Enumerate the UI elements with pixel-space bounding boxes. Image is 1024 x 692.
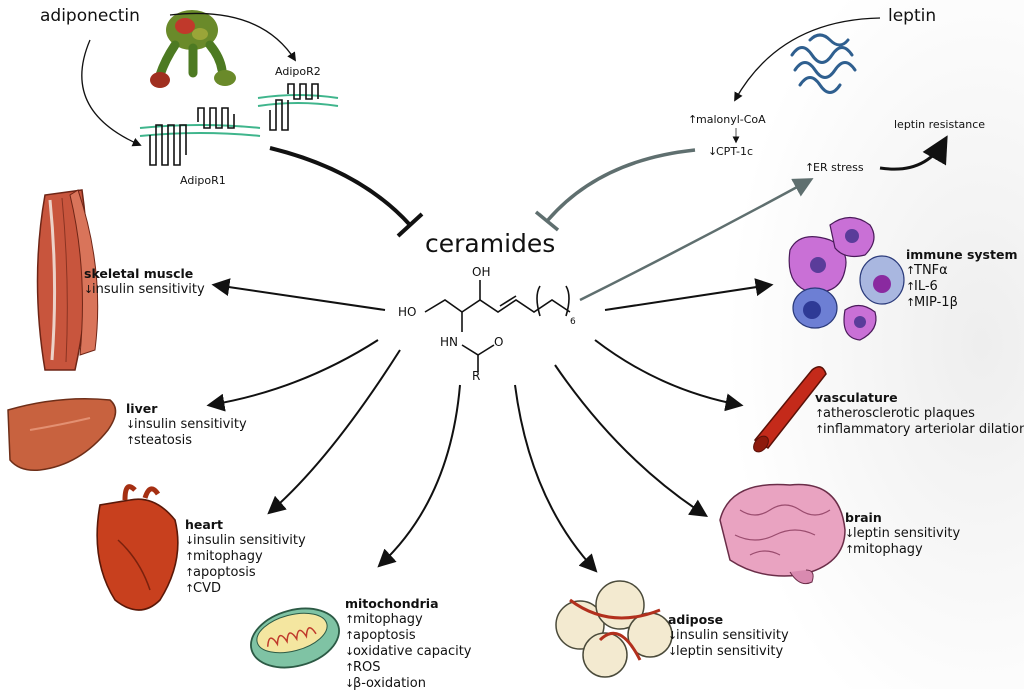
adipose-block: adipose ↓insulin sensitivity ↓leptin sen…: [668, 612, 789, 660]
heart-block: heart ↓insulin sensitivity ↑mitophagy ↑a…: [185, 517, 306, 597]
immune-effect-0: ↑TNFα: [906, 263, 948, 278]
cpt1c-label: ↓CPT-1c: [708, 145, 754, 158]
background-shade: [600, 0, 1024, 689]
vasculature-block: vasculature ↑atherosclerotic plaques ↑in…: [815, 390, 1024, 438]
adipose-title: adipose: [668, 612, 724, 627]
membrane-adipor1: [139, 107, 261, 166]
leptin-label: leptin: [888, 6, 937, 26]
er-stress-label: ↑ER stress: [805, 161, 864, 174]
inhibit-adipor-ceramides: [269, 146, 412, 227]
heart-effect-0: ↓insulin sensitivity: [185, 533, 306, 548]
arrow-to-immune: [604, 278, 774, 311]
brain-title: brain: [845, 510, 882, 525]
leptin-protein-icon: [790, 33, 857, 94]
arrow-to-liver: [206, 339, 379, 412]
arrow-to-skeletal-muscle: [211, 278, 386, 311]
immune-cells-icon: [788, 216, 905, 341]
adipor2-label: AdipoR2: [275, 65, 321, 78]
ceramides-title: ceramides: [425, 229, 556, 258]
immune-system-block: immune system ↑TNFα ↑IL-6 ↑MIP-1β: [906, 247, 1017, 311]
r-label: R: [472, 369, 481, 383]
liver-effect-1: ↑steatosis: [126, 433, 193, 448]
adipose-icon: [555, 580, 673, 678]
hn-label: HN: [440, 335, 458, 349]
leptin-resistance-label: leptin resistance: [894, 118, 986, 131]
adipose-effect-1: ↓leptin sensitivity: [668, 644, 784, 659]
heart-title: heart: [185, 517, 223, 532]
ceramide-structure: [424, 280, 571, 372]
membrane-adipor2: [257, 83, 339, 131]
skeletal-muscle-title: skeletal muscle: [84, 266, 194, 281]
mitochondria-title: mitochondria: [345, 596, 439, 611]
mitochondria-effect-2: ↓oxidative capacity: [345, 644, 472, 659]
inhibit-bar-adipor: [396, 212, 424, 238]
skeletal-muscle-icon: [36, 189, 99, 371]
vasculature-title: vasculature: [815, 390, 898, 405]
mitochondria-effect-4: ↓β-oxidation: [345, 676, 426, 691]
o-label: O: [494, 335, 504, 349]
mitochondria-effect-1: ↑apoptosis: [345, 628, 416, 643]
chain-subscript: 6: [570, 317, 576, 327]
ho-label: HO: [398, 305, 417, 319]
adipor1-label: AdipoR1: [180, 174, 226, 187]
skeletal-muscle-block: skeletal muscle ↓insulin sensitivity: [84, 266, 205, 298]
adipose-effect-0: ↓insulin sensitivity: [668, 628, 789, 643]
heart-effect-3: ↑CVD: [185, 581, 221, 596]
arrow-to-mitochondria: [377, 384, 461, 568]
vessel-icon: [753, 366, 827, 453]
brain-effect-1: ↑mitophagy: [845, 542, 923, 557]
liver-effect-0: ↓insulin sensitivity: [126, 417, 247, 432]
arrow-er-leptin-resistance: [879, 135, 948, 171]
arrow-to-adipose: [514, 384, 598, 573]
liver-block: liver ↓insulin sensitivity ↑steatosis: [126, 401, 247, 449]
liver-icon: [7, 398, 117, 472]
mitochondria-icon: [250, 607, 340, 669]
vasculature-effect-1: ↑inflammatory arteriolar dilation: [815, 422, 1024, 437]
mitochondria-effect-0: ↑mitophagy: [345, 612, 423, 627]
mitochondria-block: mitochondria ↑mitophagy ↑apoptosis ↓oxid…: [345, 596, 472, 692]
heart-effect-1: ↑mitophagy: [185, 549, 263, 564]
heart-icon: [96, 484, 179, 611]
brain-effect-0: ↓leptin sensitivity: [845, 526, 961, 541]
brain-block: brain ↓leptin sensitivity ↑mitophagy: [845, 510, 960, 558]
inhibit-cpt-ceramides: [546, 148, 696, 222]
brain-icon: [719, 483, 846, 585]
arrow-ceramides-er-stress: [579, 178, 814, 302]
immune-effect-2: ↑MIP-1β: [906, 295, 958, 310]
arrow-leptin-malonyl: [734, 17, 881, 102]
arrow-adiponectin-adipor2: [169, 12, 296, 62]
immune-effect-1: ↑IL-6: [906, 279, 938, 294]
arrow-to-vasculature: [594, 339, 744, 412]
inhibit-bar-cpt: [534, 210, 560, 232]
malonyl-coa-label: ↑malonyl-CoA: [688, 113, 766, 126]
adiponectin-protein-icon: [150, 10, 236, 88]
arrow-to-heart: [267, 349, 401, 515]
arrow-adiponectin-adipor1: [81, 39, 142, 147]
mitochondria-effect-3: ↑ROS: [345, 660, 381, 675]
effect-arrows: [206, 278, 774, 573]
immune-system-title: immune system: [906, 247, 1018, 262]
skeletal-muscle-effect: ↓insulin sensitivity: [84, 282, 205, 297]
adiponectin-label: adiponectin: [40, 6, 140, 26]
arrow-to-brain: [554, 364, 709, 517]
liver-title: liver: [126, 401, 158, 416]
vasculature-effect-0: ↑atherosclerotic plaques: [815, 406, 975, 421]
oh-label: OH: [472, 265, 491, 279]
heart-effect-2: ↑apoptosis: [185, 565, 256, 580]
